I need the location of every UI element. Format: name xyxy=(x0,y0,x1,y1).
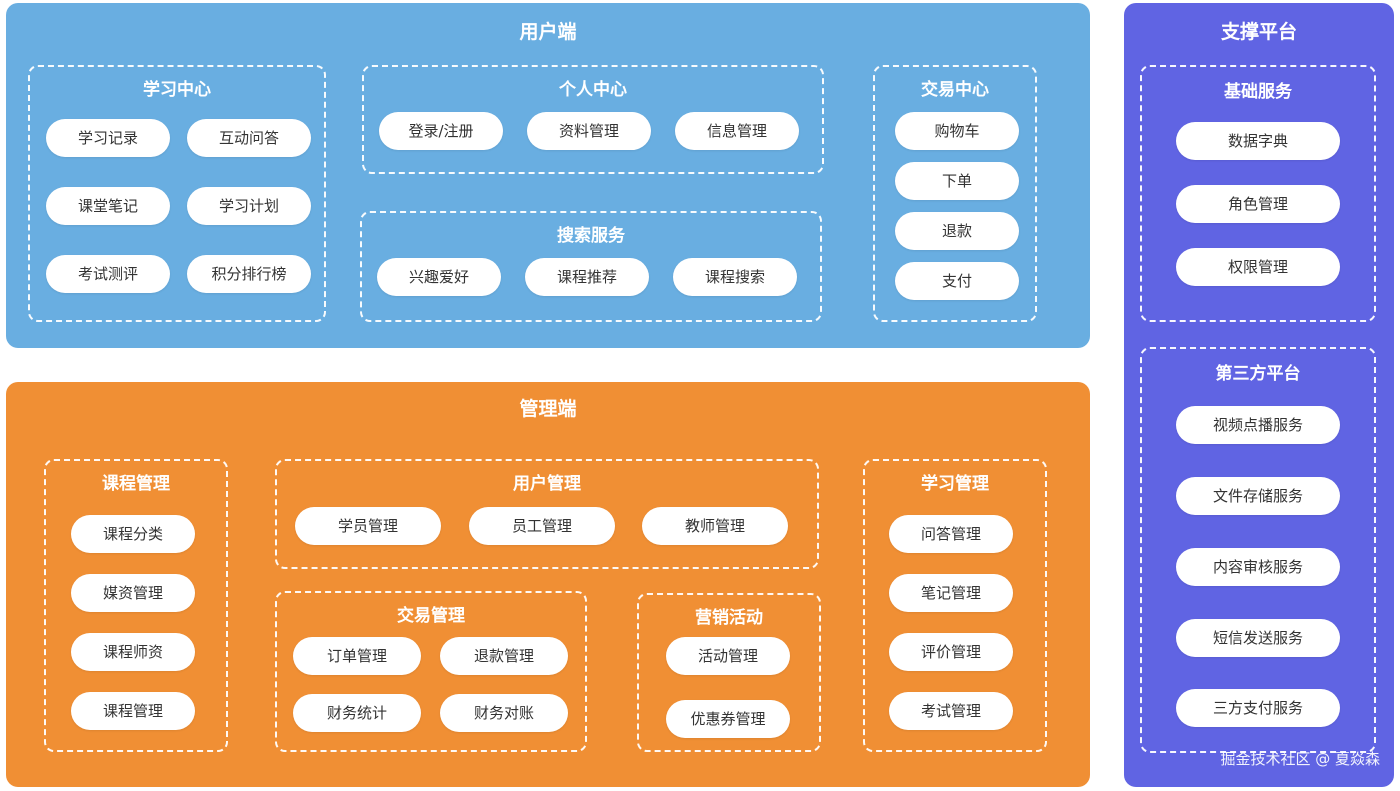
refund-management-button[interactable]: 退款管理 xyxy=(440,637,568,675)
sms-service-button[interactable]: 短信发送服务 xyxy=(1176,619,1340,657)
profile-management-button[interactable]: 资料管理 xyxy=(527,112,651,150)
notes-management-button[interactable]: 笔记管理 xyxy=(889,574,1013,612)
third-party-title: 第三方平台 xyxy=(1215,364,1301,384)
shopping-cart-button[interactable]: 购物车 xyxy=(895,112,1019,150)
learning-center-group: 学习中心 学习记录 互动问答 课堂笔记 学习计划 考试测评 积分排行榜 xyxy=(28,65,326,322)
exam-assessment-button[interactable]: 考试测评 xyxy=(46,255,170,293)
content-review-button[interactable]: 内容审核服务 xyxy=(1176,548,1340,586)
data-dictionary-button[interactable]: 数据字典 xyxy=(1176,122,1340,160)
interactive-qa-button[interactable]: 互动问答 xyxy=(187,119,311,157)
personal-center-group: 个人中心 登录/注册 资料管理 信息管理 xyxy=(362,65,824,174)
role-management-button[interactable]: 角色管理 xyxy=(1176,185,1340,223)
basic-services-group: 基础服务 数据字典 角色管理 权限管理 xyxy=(1140,65,1376,322)
points-ranking-button[interactable]: 积分排行榜 xyxy=(187,255,311,293)
trade-management-group: 交易管理 订单管理 退款管理 财务统计 财务对账 xyxy=(275,591,587,752)
trade-center-group: 交易中心 购物车 下单 退款 支付 xyxy=(873,65,1037,322)
support-panel-title: 支撑平台 xyxy=(1220,21,1297,43)
search-service-group: 搜索服务 兴趣爱好 课程推荐 课程搜索 xyxy=(360,211,822,322)
learning-record-button[interactable]: 学习记录 xyxy=(46,119,170,157)
qa-management-button[interactable]: 问答管理 xyxy=(889,515,1013,553)
third-party-payment-button[interactable]: 三方支付服务 xyxy=(1176,689,1340,727)
marketing-group: 营销活动 活动管理 优惠券管理 xyxy=(637,593,821,752)
finance-statistics-button[interactable]: 财务统计 xyxy=(293,694,421,732)
admin-panel: 管理端 课程管理 课程分类 媒资管理 课程师资 课程管理 用户管理 学员管理 员… xyxy=(6,382,1090,787)
course-category-button[interactable]: 课程分类 xyxy=(71,515,195,553)
video-on-demand-button[interactable]: 视频点播服务 xyxy=(1176,406,1340,444)
user-panel: 用户端 学习中心 学习记录 互动问答 课堂笔记 学习计划 考试测评 积分排行榜 … xyxy=(6,3,1090,348)
place-order-button[interactable]: 下单 xyxy=(895,162,1019,200)
order-management-button[interactable]: 订单管理 xyxy=(293,637,421,675)
marketing-title: 营销活动 xyxy=(695,608,763,628)
course-management-title: 课程管理 xyxy=(102,474,170,494)
course-recommend-button[interactable]: 课程推荐 xyxy=(525,258,649,296)
basic-services-title: 基础服务 xyxy=(1224,82,1292,102)
course-search-button[interactable]: 课程搜索 xyxy=(673,258,797,296)
third-party-group: 第三方平台 视频点播服务 文件存储服务 内容审核服务 短信发送服务 三方支付服务 xyxy=(1140,347,1376,753)
activity-management-button[interactable]: 活动管理 xyxy=(666,637,790,675)
media-management-button[interactable]: 媒资管理 xyxy=(71,574,195,612)
learning-center-title: 学习中心 xyxy=(143,80,211,100)
finance-reconcile-button[interactable]: 财务对账 xyxy=(440,694,568,732)
staff-management-button[interactable]: 员工管理 xyxy=(469,507,615,545)
user-management-group: 用户管理 学员管理 员工管理 教师管理 xyxy=(275,459,819,569)
review-management-button[interactable]: 评价管理 xyxy=(889,633,1013,671)
login-register-button[interactable]: 登录/注册 xyxy=(379,112,503,150)
watermark-text: 掘金技术社区 @ 夏焱森 xyxy=(1220,750,1380,768)
course-teachers-button[interactable]: 课程师资 xyxy=(71,633,195,671)
class-notes-button[interactable]: 课堂笔记 xyxy=(46,187,170,225)
coupon-management-button[interactable]: 优惠券管理 xyxy=(666,700,790,738)
interests-button[interactable]: 兴趣爱好 xyxy=(377,258,501,296)
student-management-button[interactable]: 学员管理 xyxy=(295,507,441,545)
personal-center-title: 个人中心 xyxy=(559,80,627,100)
user-panel-title: 用户端 xyxy=(519,21,577,43)
trade-center-title: 交易中心 xyxy=(921,80,989,100)
exam-management-button[interactable]: 考试管理 xyxy=(889,692,1013,730)
file-storage-button[interactable]: 文件存储服务 xyxy=(1176,477,1340,515)
study-management-group: 学习管理 问答管理 笔记管理 评价管理 考试管理 xyxy=(863,459,1047,752)
course-admin-button[interactable]: 课程管理 xyxy=(71,692,195,730)
admin-panel-title: 管理端 xyxy=(519,398,577,420)
teacher-management-button[interactable]: 教师管理 xyxy=(642,507,788,545)
support-panel: 支撑平台 基础服务 数据字典 角色管理 权限管理 第三方平台 视频点播服务 文件… xyxy=(1124,3,1394,787)
study-management-title: 学习管理 xyxy=(921,474,989,494)
learning-plan-button[interactable]: 学习计划 xyxy=(187,187,311,225)
trade-management-title: 交易管理 xyxy=(397,606,465,626)
search-service-title: 搜索服务 xyxy=(557,226,625,246)
payment-button[interactable]: 支付 xyxy=(895,262,1019,300)
refund-button[interactable]: 退款 xyxy=(895,212,1019,250)
course-management-group: 课程管理 课程分类 媒资管理 课程师资 课程管理 xyxy=(44,459,228,752)
info-management-button[interactable]: 信息管理 xyxy=(675,112,799,150)
permission-management-button[interactable]: 权限管理 xyxy=(1176,248,1340,286)
user-management-title: 用户管理 xyxy=(513,474,581,494)
